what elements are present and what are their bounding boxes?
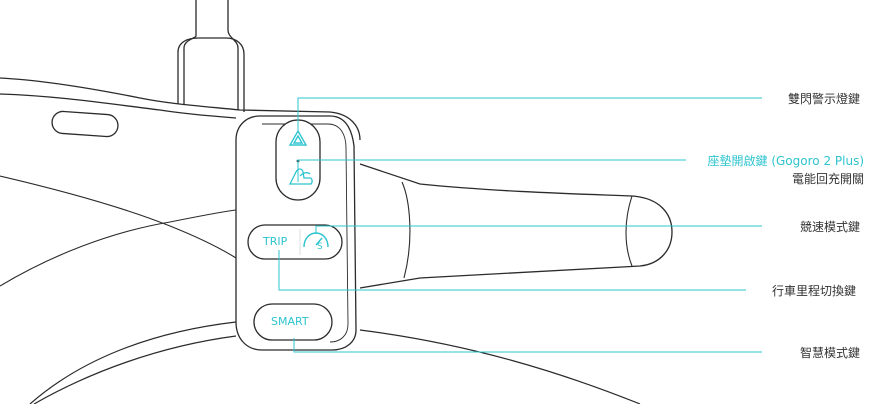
brake-cable bbox=[183, 0, 239, 110]
callout-seat-subtext: 電能回充開關 bbox=[791, 172, 864, 186]
handle-grip bbox=[359, 163, 673, 289]
callout-seat-text: 座墊開啟鍵 (Gogoro 2 Plus) bbox=[707, 154, 864, 168]
smart-pill[interactable] bbox=[253, 303, 333, 341]
callout-sport-text: 競速模式鍵 bbox=[800, 220, 861, 234]
callout-lines bbox=[278, 97, 762, 353]
scooter-body-panel bbox=[0, 77, 361, 141]
callout-smart-text: 智慧模式鍵 bbox=[800, 346, 861, 360]
fender-arc bbox=[29, 321, 641, 405]
switch-housing-inner bbox=[262, 123, 349, 343]
panel-lower-curve bbox=[0, 175, 237, 287]
callout-line-sport bbox=[315, 225, 762, 234]
sport-letter: S bbox=[317, 242, 323, 252]
callout-line-trip bbox=[278, 250, 746, 291]
callout-hazard-text: 雙閃警示燈鍵 bbox=[788, 92, 861, 106]
grip-edge bbox=[401, 181, 633, 279]
callout-line-seat bbox=[297, 159, 686, 182]
trip-label: TRIP bbox=[263, 235, 288, 248]
callout-trip-text: 行車里程切換鍵 bbox=[772, 284, 857, 298]
callout-line-smart bbox=[293, 338, 762, 353]
cable-sleeve bbox=[177, 37, 245, 112]
panel-slot bbox=[51, 110, 119, 138]
callout-line-hazard bbox=[297, 97, 762, 130]
hazard-triangle-icon[interactable] bbox=[288, 129, 308, 146]
smart-label: SMART bbox=[271, 315, 309, 328]
